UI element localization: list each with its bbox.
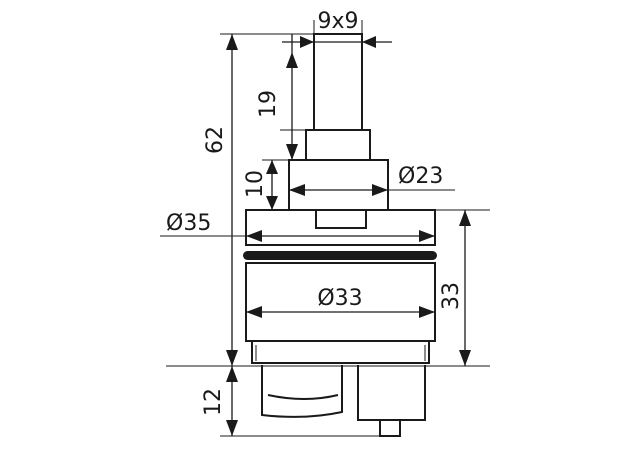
dimension-lines [226, 34, 471, 436]
bottom-right-foot [357, 365, 426, 437]
bottom-left-foot [261, 365, 343, 418]
body-top [245, 209, 436, 246]
label-body-height: 33 [439, 282, 464, 310]
o-ring [243, 251, 437, 260]
label-collar-height: 10 [243, 170, 268, 198]
dimension-labels: 9x9 62 19 10 Ø23 Ø35 Ø33 33 12 [166, 9, 464, 416]
label-body-diameter: Ø33 [317, 286, 362, 311]
label-stem-height: 19 [256, 90, 281, 118]
stem-base [305, 129, 371, 161]
label-total-height: 62 [203, 126, 228, 154]
bottom-plate [251, 340, 430, 364]
square-stem [313, 33, 363, 131]
label-stem-size: 9x9 [317, 9, 358, 34]
cartridge-outline [243, 33, 437, 437]
label-bottom-height: 12 [201, 388, 226, 416]
label-collar-diameter: Ø23 [398, 164, 443, 189]
label-outer-diameter: Ø35 [166, 211, 211, 236]
